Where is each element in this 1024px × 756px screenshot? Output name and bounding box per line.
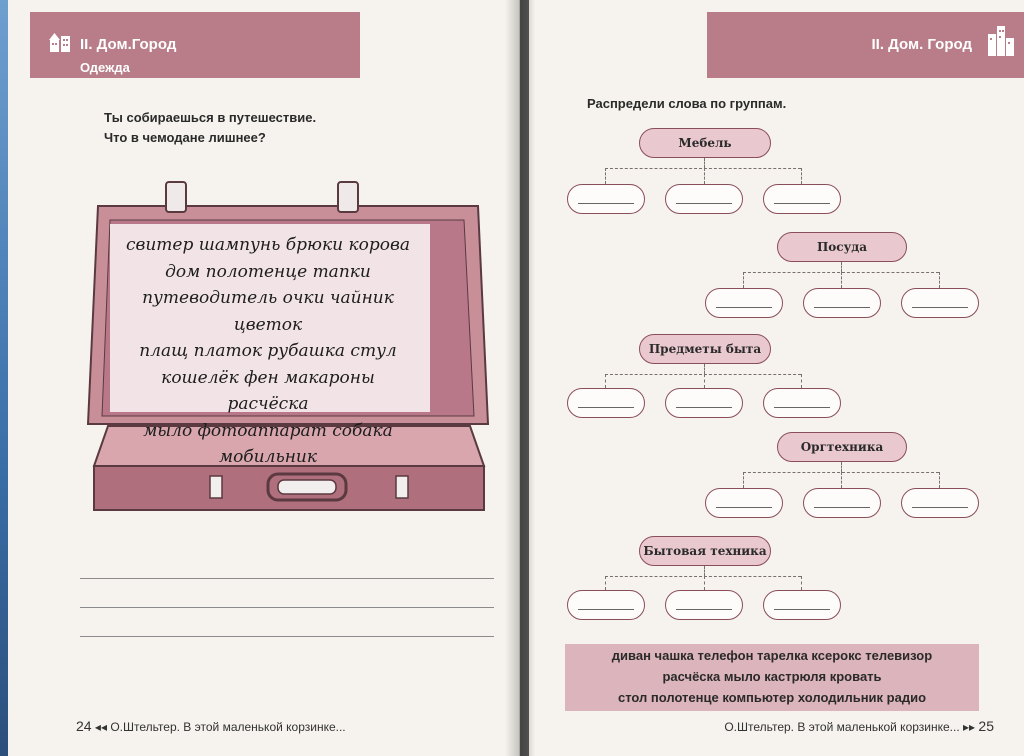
word-line: свитер шампунь брюки корова — [125, 235, 411, 255]
word-line: плащ платок рубашка стул — [139, 341, 397, 361]
connector — [605, 576, 801, 577]
book-edge — [0, 0, 8, 756]
answer-lines[interactable] — [80, 578, 494, 665]
connector — [704, 576, 705, 590]
task-instruction: Распредели слова по группам. — [587, 96, 787, 111]
answer-slot[interactable] — [567, 184, 645, 214]
footer-left: 24 ◂◂ О.Штельтер. В этой маленькой корзи… — [76, 718, 346, 734]
category-pill: Предметы быта — [639, 334, 771, 364]
forward-arrow-icon: ▸▸ — [963, 720, 976, 734]
answer-line[interactable] — [80, 607, 494, 608]
page-number: 24 — [76, 718, 92, 734]
section-title: II. Дом.Город — [80, 36, 177, 53]
answer-slot[interactable] — [803, 288, 881, 318]
answer-slot[interactable] — [763, 388, 841, 418]
footer-citation: О.Штельтер. В этой маленькой корзинке... — [110, 720, 346, 734]
connector — [743, 472, 744, 488]
connector — [841, 472, 842, 488]
connector — [841, 262, 842, 272]
word-bank-line: стол полотенце компьютер холодильник рад… — [617, 690, 927, 705]
word-line: путеводитель очки чайник цветок — [142, 288, 394, 335]
connector — [704, 374, 705, 388]
suitcase-word-list: свитер шампунь брюки корова дом полотенц… — [118, 232, 418, 471]
task-line-2: Что в чемодане лишнее? — [104, 130, 266, 145]
category-pill: Мебель — [639, 128, 771, 158]
answer-slot[interactable] — [705, 488, 783, 518]
category-pill: Посуда — [777, 232, 907, 262]
house-icon — [49, 33, 70, 52]
answer-slot[interactable] — [665, 184, 743, 214]
connector — [841, 462, 842, 472]
answer-slot[interactable] — [901, 488, 979, 518]
word-bank-line: расчёска мыло кастрюля кровать — [662, 669, 882, 684]
answer-slot[interactable] — [665, 590, 743, 620]
page-number: 25 — [978, 718, 994, 734]
connector — [704, 566, 705, 576]
connector — [605, 374, 801, 375]
connector — [605, 168, 801, 169]
task-line-1: Ты собираешься в путешествие. — [104, 110, 317, 125]
word-line: мыло фотоаппарат собака — [143, 420, 393, 441]
answer-slot[interactable] — [763, 590, 841, 620]
word-bank: диван чашка телефон тарелка ксерокс теле… — [565, 644, 979, 711]
connector — [939, 472, 940, 488]
city-icon — [988, 26, 1014, 56]
connector — [801, 168, 802, 184]
word-line: мобильник — [218, 447, 318, 467]
header-right: II. Дом. Город — [707, 12, 1024, 78]
answer-slot[interactable] — [567, 388, 645, 418]
category-pill: Оргтехника — [777, 432, 907, 462]
connector — [605, 576, 606, 590]
footer-citation: О.Штельтер. В этой маленькой корзинке... — [724, 720, 960, 734]
paper-sheet — [110, 224, 430, 412]
connector — [801, 576, 802, 590]
back-arrow-icon: ◂◂ — [94, 720, 107, 734]
section-subtitle: Одежда — [80, 60, 130, 75]
answer-slot[interactable] — [763, 184, 841, 214]
connector — [939, 272, 940, 288]
word-line: кошелёк фен макароны расчёска — [161, 367, 375, 415]
connector — [704, 168, 705, 184]
connector — [704, 158, 705, 168]
footer-right: О.Штельтер. В этой маленькой корзинке...… — [724, 718, 994, 734]
category-pill: Бытовая техника — [639, 536, 771, 566]
answer-slot[interactable] — [803, 488, 881, 518]
answer-slot[interactable] — [665, 388, 743, 418]
connector — [841, 272, 842, 288]
answer-slot[interactable] — [567, 590, 645, 620]
word-line: дом полотенце тапки — [165, 261, 371, 282]
book-spine — [505, 0, 535, 756]
answer-line[interactable] — [80, 578, 494, 579]
page-right: II. Дом. Город Распредели слова по групп… — [529, 0, 1024, 756]
connector — [704, 364, 705, 374]
answer-slot[interactable] — [705, 288, 783, 318]
word-bank-line: диван чашка телефон тарелка ксерокс теле… — [611, 648, 933, 663]
page-left: II. Дом.Город Одежда Ты собираешься в пу… — [8, 0, 520, 756]
connector — [605, 168, 606, 184]
connector — [605, 374, 606, 388]
connector — [801, 374, 802, 388]
header-left: II. Дом.Город Одежда — [30, 12, 360, 78]
connector — [743, 272, 744, 288]
answer-line[interactable] — [80, 636, 494, 637]
answer-slot[interactable] — [901, 288, 979, 318]
section-title: II. Дом. Город — [871, 36, 972, 53]
task-instruction: Ты собираешься в путешествие. Что в чемо… — [104, 108, 316, 148]
